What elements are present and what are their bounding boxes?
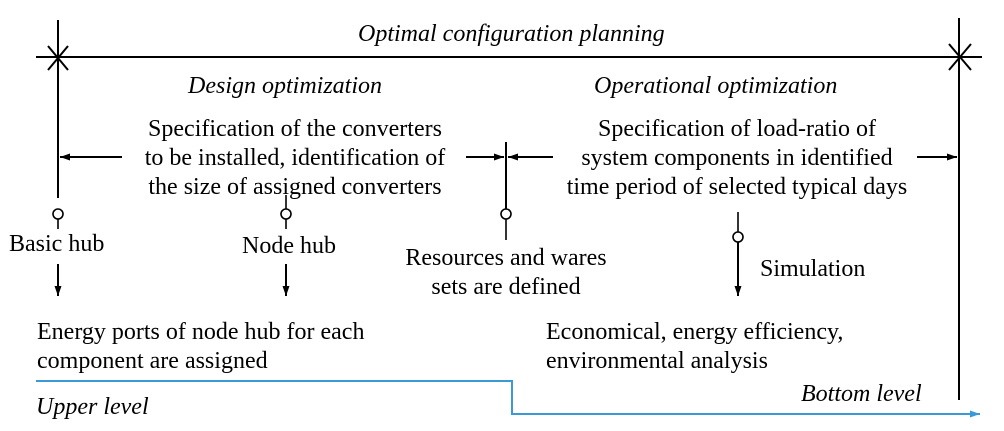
design-description-line: Specification of the converters xyxy=(148,116,442,142)
simulation-label: Simulation xyxy=(760,256,866,282)
basic-hub-circle xyxy=(52,208,64,220)
operational-optimization-heading: Operational optimization xyxy=(594,73,838,99)
node-hub-circle xyxy=(280,208,292,220)
analysis-line: Economical, energy efficiency, xyxy=(546,319,844,345)
resources-circle xyxy=(500,208,512,220)
operational-description-line: system components in identified xyxy=(581,145,893,171)
simulation-circle xyxy=(732,231,744,243)
level-separator-line xyxy=(36,380,980,418)
basic-hub-label: Basic hub xyxy=(9,231,105,257)
energy-ports-line: component are assigned xyxy=(37,348,268,374)
design-description-line: the size of assigned converters xyxy=(148,174,442,200)
operational-description: Specification of load-ratio of system co… xyxy=(548,115,926,202)
resources-label-line: Resources and wares xyxy=(405,245,607,271)
operational-description-line: time period of selected typical days xyxy=(566,174,908,200)
design-description: Specification of the converters to be in… xyxy=(112,115,478,202)
design-description-line: to be installed, identification of xyxy=(144,145,446,171)
analysis-outcome: Economical, energy efficiency, environme… xyxy=(546,318,843,376)
upper-level-label: Upper level xyxy=(36,394,149,420)
node-hub-label: Node hub xyxy=(242,233,336,259)
resources-label-line: sets are defined xyxy=(431,274,581,300)
resources-label: Resources and wares sets are defined xyxy=(384,244,628,302)
diagram-title: Optimal configuration planning xyxy=(358,21,665,47)
bottom-level-label: Bottom level xyxy=(801,381,922,407)
energy-ports-line: Energy ports of node hub for each xyxy=(37,319,365,345)
design-optimization-heading: Design optimization xyxy=(188,73,383,99)
operational-description-line: Specification of load-ratio of xyxy=(598,116,876,142)
analysis-line: environmental analysis xyxy=(546,348,768,374)
energy-ports-outcome: Energy ports of node hub for each compon… xyxy=(37,318,364,376)
